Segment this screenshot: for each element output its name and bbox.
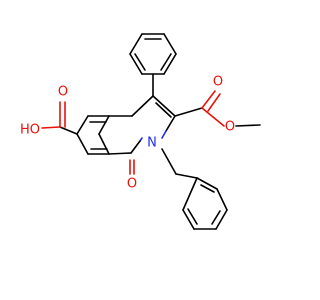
- bond: [130, 140, 141, 154]
- bond: [196, 177, 218, 190]
- atom-label-layer: O HO O O N O: [20, 75, 235, 192]
- bond: [201, 90, 216, 109]
- bond: [98, 115, 110, 135]
- bond: [174, 107, 203, 117]
- bond: [41, 126, 61, 129]
- bond: [108, 152, 132, 155]
- bond: [165, 115, 176, 132]
- bond: [98, 133, 110, 155]
- atom-label-o-carbonyl: O: [127, 177, 137, 192]
- bond: [134, 53, 146, 71]
- bond: [216, 188, 228, 211]
- bond: [215, 209, 228, 230]
- bond: [129, 53, 143, 75]
- atom-label-o-ester-ether: O: [225, 120, 235, 135]
- bond: [76, 115, 89, 135]
- bond: [182, 209, 195, 230]
- atom-label-n: N: [147, 136, 157, 151]
- bond: [59, 126, 78, 135]
- bond: [175, 173, 198, 179]
- bond: [200, 184, 215, 193]
- bond: [235, 124, 261, 127]
- molecule-structure: O HO O O N O: [20, 33, 261, 230]
- bond: [163, 33, 177, 55]
- bond: [187, 208, 198, 225]
- bond: [76, 133, 89, 155]
- atom-label-ho: HO: [20, 123, 40, 138]
- bond: [155, 102, 172, 118]
- bond: [152, 95, 176, 117]
- bond: [201, 107, 225, 127]
- bond: [182, 177, 198, 211]
- bond: [160, 53, 172, 71]
- bond: [161, 148, 177, 175]
- atom-label-o-ester-carbonyl: O: [213, 75, 223, 90]
- atom-label-o-acid: O: [58, 85, 68, 100]
- bond: [131, 95, 154, 117]
- bond: [163, 53, 177, 75]
- bond: [161, 130, 167, 139]
- bond: [207, 93, 221, 112]
- bond: [211, 210, 221, 225]
- bond-layer: [41, 33, 261, 230]
- bond: [129, 33, 143, 55]
